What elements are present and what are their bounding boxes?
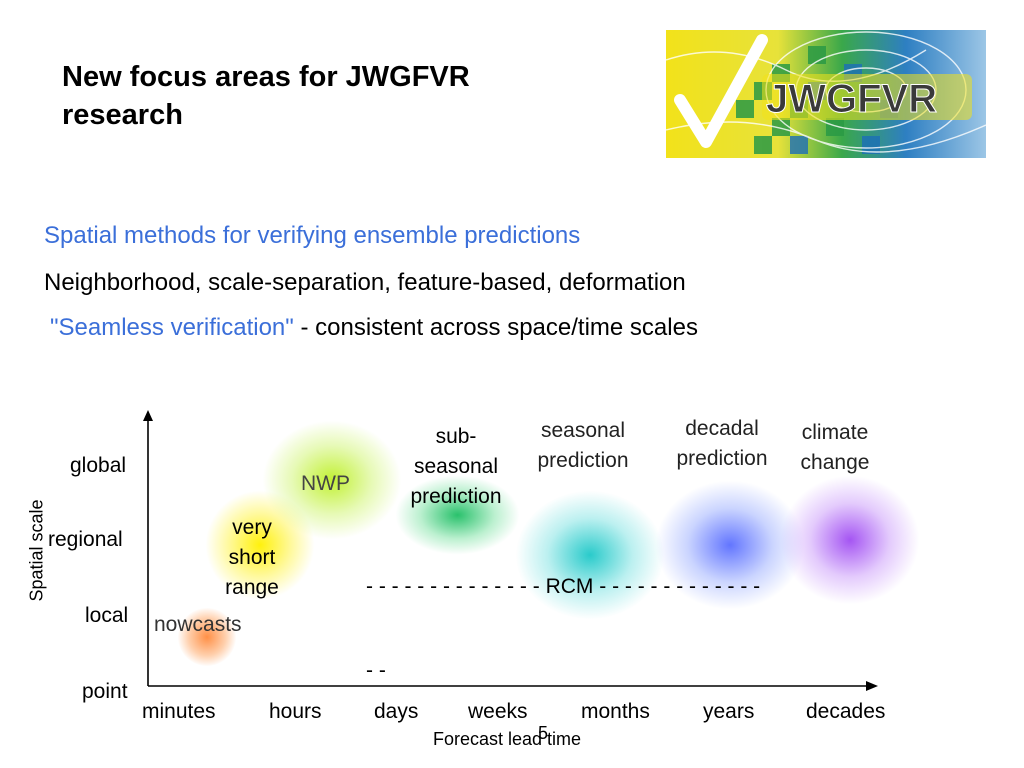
logo-text: JWGFVR [766,77,937,121]
y-axis-arrow [143,410,153,421]
methods-list: Neighborhood, scale-separation, feature-… [44,269,686,296]
slide-title-line1: New focus areas for JWGFVR [62,61,470,93]
label-climate: climate change [800,421,870,474]
x-tick-decades: decades [806,700,886,723]
x-tick-days: days [374,700,419,723]
seamless-rest: - consistent across space/time scales [293,314,698,341]
x-tick-months: months [581,700,650,723]
diagram-axes [143,410,878,691]
slide-title-line2: research [62,99,183,131]
subseasonal-blob [395,475,520,555]
y-axis-title: Spatial scale [26,499,47,602]
jwgfvr-logo: JWGFVR [666,30,986,158]
slide-title: New focus areas for JWGFVR research [62,58,622,134]
x-axis-arrow [866,681,878,691]
seamless-diagram: Spatial scale global regional local poin… [0,380,1024,768]
x-tick-minutes: minutes [142,700,216,723]
nowcasts-blob [178,608,236,666]
x-tick-hours: hours [269,700,322,723]
y-tick-global: global [70,454,127,477]
seamless-line: "Seamless verification" - consistent acr… [50,314,698,342]
label-very-short-range: very short range [225,516,279,599]
y-tick-local: local [85,604,129,627]
y-tick-regional: regional [48,528,123,551]
x-tick-years: years [703,700,755,723]
label-nowcasts: nowcasts [154,613,242,636]
y-tick-point: point [82,680,128,703]
label-nwp: NWP [301,472,350,495]
seasonal-blob [515,490,665,620]
spatial-methods-heading: Spatial methods for verifying ensemble p… [44,222,581,249]
x-axis-title: Forecast lead time [433,729,582,749]
rcm-line: - - - - - - - - - - - - - - RCM - - - - … [366,575,761,682]
seamless-highlight: "Seamless verification" [50,314,294,341]
label-seasonal: seasonal prediction [537,419,629,472]
nwp-blob [262,420,402,540]
page-number: 5 [538,723,549,743]
label-subseasonal: sub- seasonal prediction [410,425,502,508]
climate-blob [780,475,920,605]
label-decadal: decadal prediction [676,417,768,470]
x-tick-weeks: weeks [468,700,528,723]
